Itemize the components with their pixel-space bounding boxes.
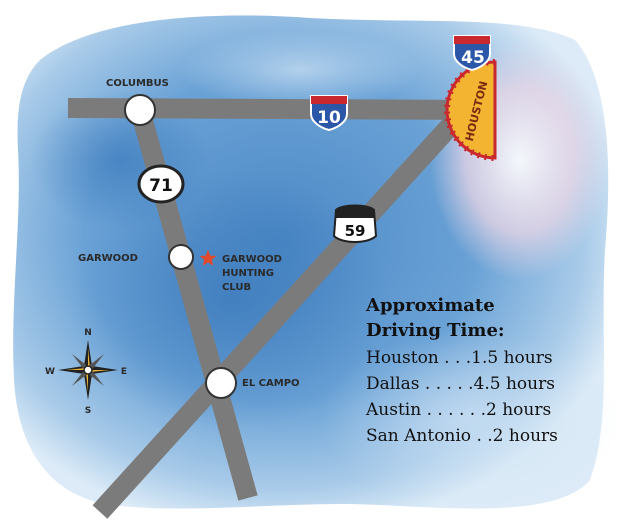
city-label-el-campo: EL CAMPO: [242, 378, 300, 389]
legend-title-line2: Driving Time:: [366, 320, 505, 341]
city-label-garwood: GARWOOD: [78, 253, 138, 264]
city-marker-el-campo[interactable]: [205, 367, 237, 399]
city-marker-garwood[interactable]: [168, 244, 194, 270]
legend-row-dallas: Dallas . . . . .4.5 hours: [366, 374, 555, 394]
light-patch: [430, 40, 610, 280]
interstate-10-shield: 10: [310, 95, 348, 132]
legend-row-san-antonio: San Antonio . .2 hours: [366, 426, 558, 446]
shield-number-71: 71: [149, 176, 173, 196]
water-shade: [70, 170, 390, 430]
compass-north: N: [84, 328, 92, 338]
compass-west: W: [45, 367, 55, 377]
light-patch: [180, 30, 420, 110]
shield-number-10: 10: [317, 108, 341, 128]
legend-row-austin: Austin . . . . . .2 hours: [365, 400, 551, 420]
compass-east: E: [121, 367, 127, 377]
landmark-label-line3: CLUB: [222, 282, 251, 293]
interstate-45-shield: 45: [453, 35, 491, 72]
landmark-label-line1: GARWOOD: [222, 254, 282, 265]
road-us59: [92, 97, 478, 519]
landmark-garwood-hunting-club[interactable]: GARWOOD HUNTING CLUB: [199, 250, 282, 293]
city-label-columbus: COLUMBUS: [106, 78, 169, 89]
highway-71-shield: 71: [137, 164, 185, 204]
legend-title-line1: Approximate: [365, 295, 495, 316]
compass-rose: N S E W: [45, 328, 127, 416]
compass-south: S: [85, 406, 91, 416]
star-icon: [199, 250, 217, 266]
us-59-shield: 59: [332, 204, 378, 243]
landmark-label-line2: HUNTING: [222, 268, 274, 279]
legend-row-houston: Houston . . .1.5 hours: [366, 348, 553, 368]
light-patch: [320, 330, 620, 510]
shield-number-59: 59: [345, 222, 366, 240]
city-marker-columbus[interactable]: [124, 94, 156, 126]
driving-time-legend: Approximate Driving Time: Houston . . .1…: [365, 295, 558, 446]
shield-number-45: 45: [461, 48, 485, 68]
